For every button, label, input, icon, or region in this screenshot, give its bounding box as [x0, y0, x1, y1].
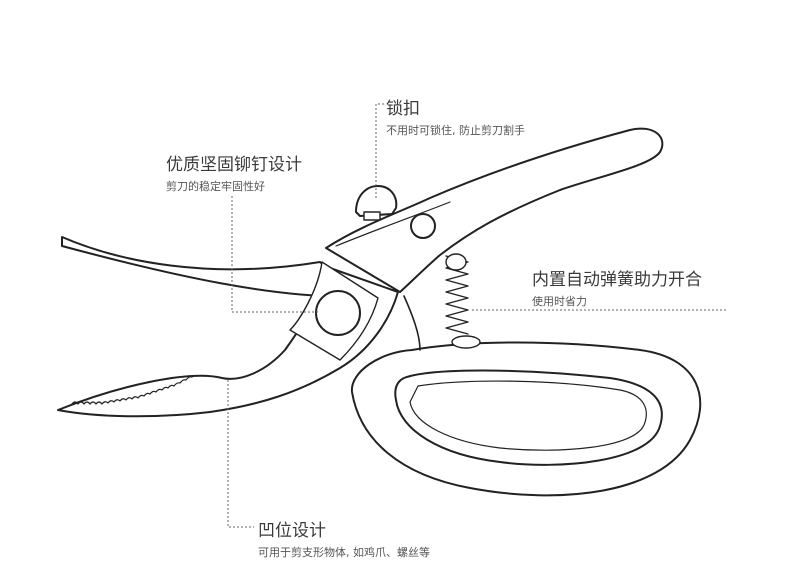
lock-subtitle: 不用时可锁住, 防止剪刀割手 — [386, 124, 525, 137]
serrated-edge — [71, 376, 193, 405]
lower-blade — [57, 267, 399, 418]
upper-handle — [325, 127, 664, 293]
handle-hole — [410, 213, 436, 239]
rivet — [315, 290, 361, 336]
notch-leader — [227, 380, 254, 528]
spring-title: 内置自动弹簧助力开合 — [532, 270, 702, 290]
spring-callout: 内置自动弹簧助力开合 使用时省力 — [532, 265, 702, 309]
lock-knob — [355, 185, 398, 217]
lock-leader — [375, 103, 384, 200]
notch-callout: 凹位设计 可用于剪支形物体, 如鸡爪、螺丝等 — [258, 516, 430, 560]
rivet-leader — [231, 196, 318, 313]
rivet-callout: 优质坚固铆钉设计 剪刀的稳定牢固性好 — [166, 150, 302, 194]
spring-subtitle: 使用时省力 — [532, 295, 587, 308]
rivet-title: 优质坚固铆钉设计 — [166, 155, 302, 175]
lock-title: 锁扣 — [386, 99, 420, 119]
notch-title: 凹位设计 — [258, 521, 326, 541]
rivet-subtitle: 剪刀的稳定牢固性好 — [166, 180, 265, 193]
notch-subtitle: 可用于剪支形物体, 如鸡爪、螺丝等 — [258, 546, 430, 559]
lower-handle-opening — [394, 369, 663, 466]
spring — [445, 253, 481, 349]
lock-callout: 锁扣 不用时可锁住, 防止剪刀割手 — [386, 94, 525, 138]
